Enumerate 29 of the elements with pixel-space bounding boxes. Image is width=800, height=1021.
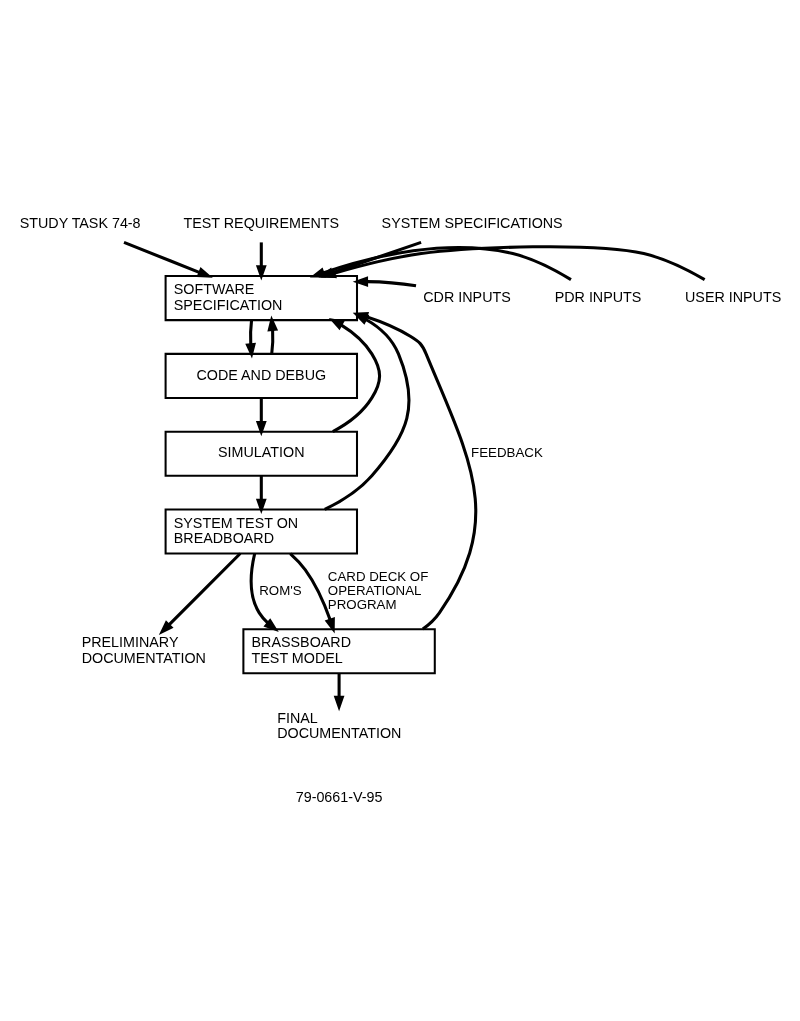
arrow: [266, 315, 278, 354]
arrow: [122, 240, 213, 278]
edge-label: FEEDBACK: [470, 444, 543, 460]
arrow: [249, 552, 279, 632]
arrow: [255, 397, 267, 436]
arrow: [328, 317, 381, 433]
node-box: SYSTEM TEST ON BREADBOARD: [164, 507, 358, 554]
arrow: [255, 241, 267, 281]
node-box: BRASSBOARD TEST MODEL: [241, 627, 436, 674]
arrow: [255, 475, 267, 514]
node-text: TEST REQUIREMENTS: [183, 214, 339, 231]
node-text: SYSTEM SPECIFICATIONS: [381, 214, 563, 231]
node-text: PRELIMINARY DOCUMENTATION: [81, 633, 206, 666]
arrow: [158, 551, 241, 635]
arrow: [288, 552, 335, 633]
node-text: FINAL DOCUMENTATION: [276, 709, 401, 741]
node-text: PDR INPUTS: [554, 288, 641, 305]
label: 79-0661-V-95: [295, 788, 382, 805]
arrow: [333, 672, 344, 711]
node-text: STUDY TASK 74-8: [19, 214, 141, 231]
node-box: SOFTWARE SPECIFICATION: [164, 274, 358, 321]
arrow: [352, 275, 416, 287]
node-box: CODE AND DEBUG: [164, 352, 358, 399]
node-text: USER INPUTS: [684, 288, 781, 305]
edge-label: ROM'S: [258, 582, 302, 598]
edge-label: CARD DECK OF OPERATIONAL PROGRAM: [327, 568, 428, 612]
arrow: [244, 319, 256, 358]
node-text: CDR INPUTS: [422, 288, 511, 305]
node-box: SIMULATION: [164, 430, 358, 477]
